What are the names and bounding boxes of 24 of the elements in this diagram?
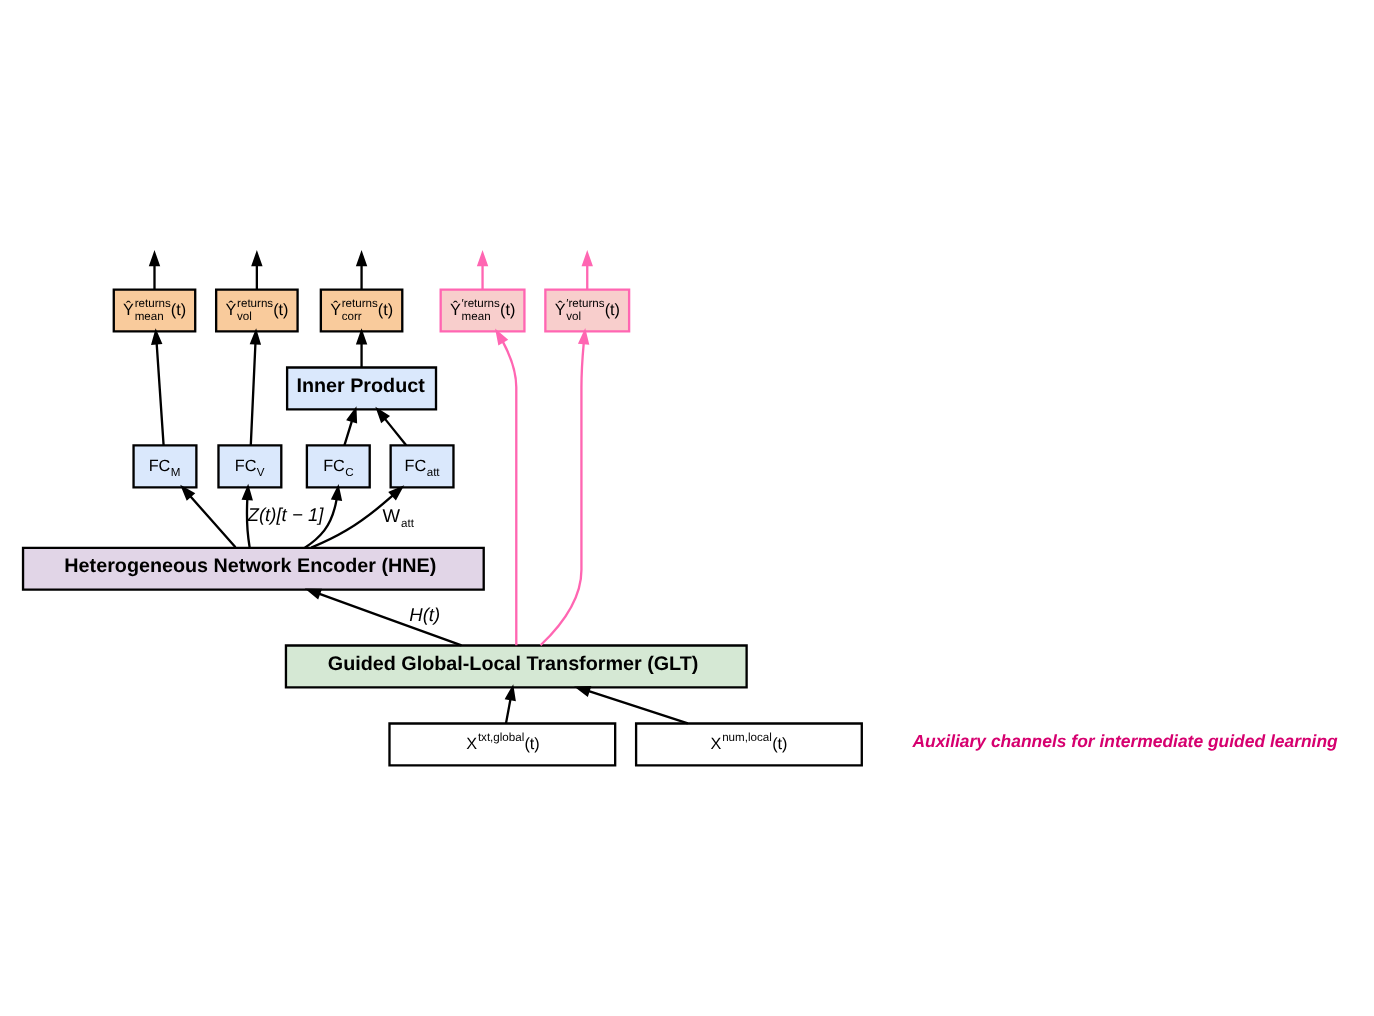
arrow [148, 249, 161, 289]
arrow [355, 249, 368, 289]
arrow [304, 482, 343, 548]
arrow [151, 327, 165, 445]
edge-label: Z(t)[t − 1] [247, 503, 324, 524]
label: Auxiliary channels for intermediate guided learning [912, 730, 1338, 751]
node-box: Inner Product [285, 365, 438, 410]
arrow [310, 484, 405, 548]
arrow [304, 587, 462, 646]
arrow [241, 482, 253, 547]
node-box: Heterogeneous Network Encoder (HNE) [21, 545, 485, 590]
arrow [581, 249, 593, 289]
arrow [375, 405, 408, 446]
arrow [539, 327, 590, 646]
arrow [343, 405, 358, 445]
edge-label: H(t) [409, 603, 441, 624]
arrow [251, 249, 263, 289]
arrow [355, 327, 368, 367]
arrow [180, 483, 237, 548]
node-box: Guided Global-Local Transformer (GLT) [284, 643, 748, 688]
arrow [504, 683, 516, 723]
arrow [495, 327, 518, 645]
arrow [249, 327, 262, 445]
arrow [476, 249, 489, 289]
